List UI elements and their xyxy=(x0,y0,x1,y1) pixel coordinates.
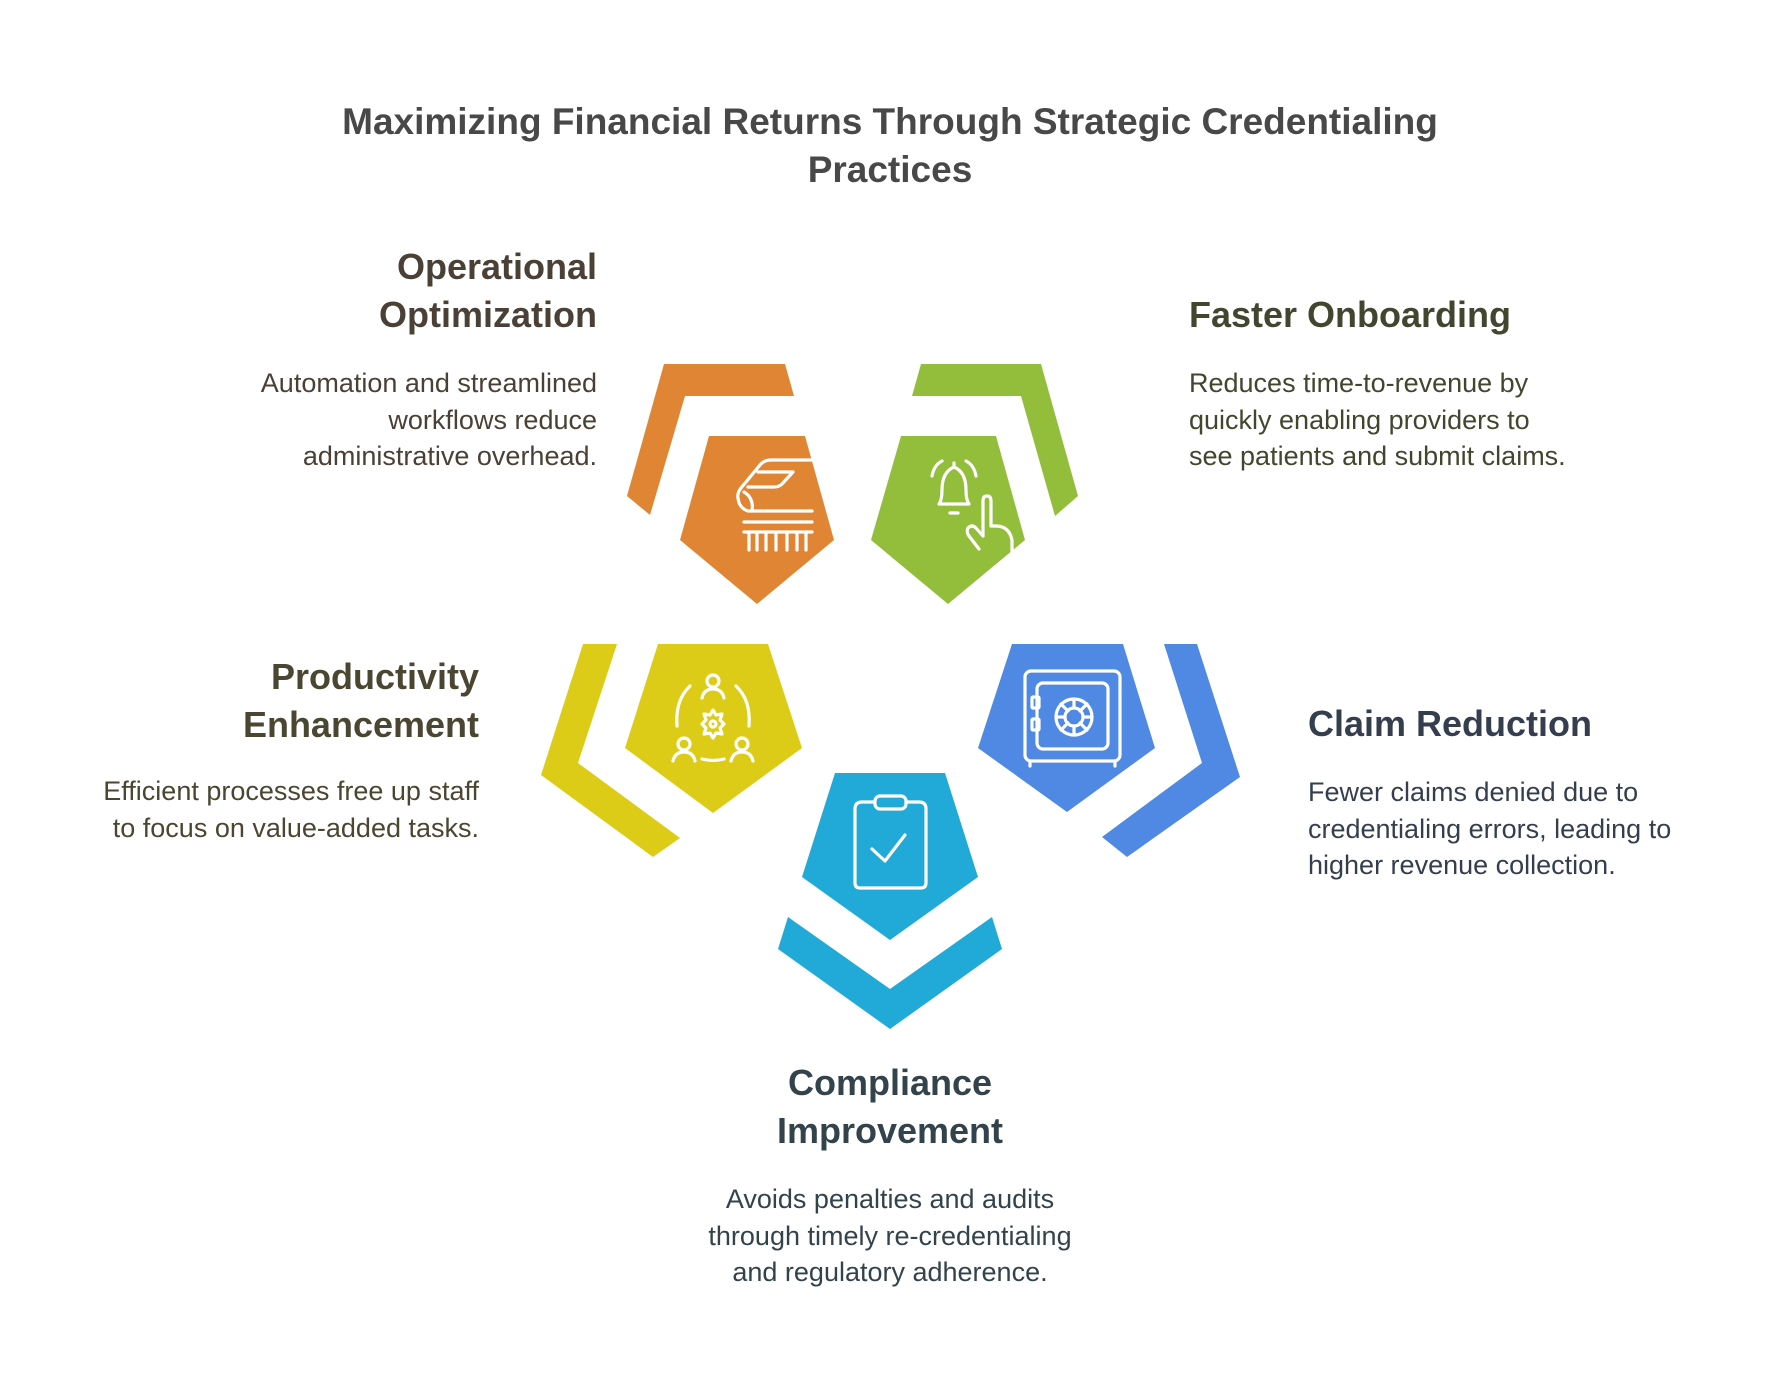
item-description: Reduces time-to-revenue by quickly enabl… xyxy=(1189,368,1566,471)
cyan-chevron xyxy=(778,917,1002,1029)
orange-pentagon xyxy=(680,436,834,604)
item-heading: Claim Reduction xyxy=(1308,703,1593,744)
segment-productivity-enhancement xyxy=(541,644,802,857)
train-icon xyxy=(736,458,814,552)
item-compliance-improvement: Compliance Improvement Avoids penalties … xyxy=(640,1059,1140,1291)
segment-compliance-improvement xyxy=(778,773,1002,1029)
bell-hand-icon xyxy=(930,459,1014,553)
segment-operational-optimization xyxy=(627,364,834,604)
orange-outer-bracket xyxy=(627,364,794,515)
item-description: Fewer claims denied due to credentialing… xyxy=(1308,777,1672,880)
safe-icon xyxy=(1023,669,1122,768)
item-description: Avoids penalties and audits through time… xyxy=(708,1184,1072,1287)
item-heading: Faster Onboarding xyxy=(1189,294,1512,335)
green-pentagon xyxy=(871,436,1025,604)
item-productivity-enhancement: Productivity Enhancement Efficient proce… xyxy=(19,653,479,846)
item-description: Automation and streamlined workflows red… xyxy=(260,368,597,471)
item-claim-reduction: Claim Reduction Fewer claims denied due … xyxy=(1308,700,1768,884)
blue-pentagon xyxy=(978,644,1155,812)
segment-claim-reduction xyxy=(978,644,1240,857)
yellow-outer-bracket xyxy=(541,644,680,857)
green-outer-bracket xyxy=(912,364,1078,516)
segment-faster-onboarding xyxy=(871,364,1078,604)
team-gear-icon xyxy=(671,673,755,763)
item-faster-onboarding: Faster Onboarding Reduces time-to-revenu… xyxy=(1189,291,1669,475)
title-line-2: Practices xyxy=(807,149,973,190)
blue-outer-bracket xyxy=(1102,644,1240,857)
title-line-1: Maximizing Financial Returns Through Str… xyxy=(342,101,1438,142)
item-description: Efficient processes free up staff to foc… xyxy=(103,776,479,843)
item-operational-optimization: Operational Optimization Automation and … xyxy=(177,243,597,475)
item-heading: Operational Optimization xyxy=(379,246,597,335)
diagram-title: Maximizing Financial Returns Through Str… xyxy=(0,98,1780,194)
clipboard-check-icon xyxy=(853,794,928,890)
item-heading: Compliance Improvement xyxy=(776,1062,1004,1151)
item-heading: Productivity Enhancement xyxy=(242,656,479,745)
